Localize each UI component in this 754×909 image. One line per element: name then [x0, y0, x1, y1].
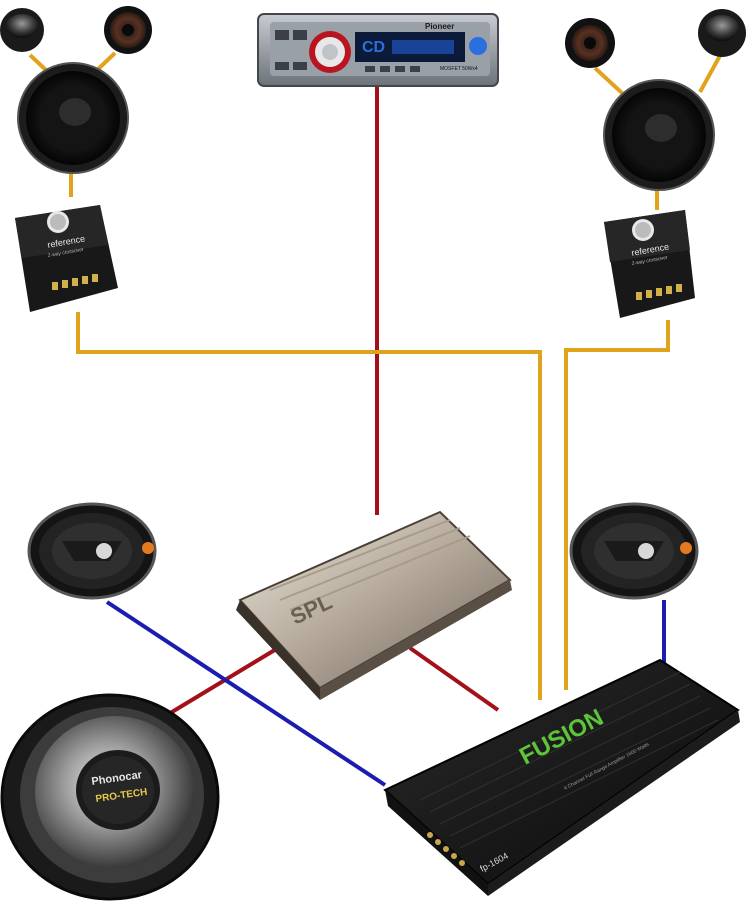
rca-wire-amp-to-sub: [160, 643, 285, 720]
midrange-woofer-right: [603, 79, 715, 191]
wiring: [28, 51, 724, 787]
speaker-wire-tweeter-left-a: [28, 53, 50, 74]
blue-wire-left-speaker-to-amp: [105, 600, 387, 787]
speaker-wire-right-crossover-to-amp: [564, 320, 670, 690]
speaker-wire-left-crossover-to-amp: [76, 312, 542, 700]
tweeter-right-outer: [698, 9, 746, 57]
tweeter-right-inner: [565, 18, 615, 68]
amplifier-fusion: FUSION 4 Channel Full Range Amplifier 16…: [383, 658, 740, 896]
speaker-wire-tweeter-right-a: [593, 66, 624, 95]
head-unit-brand: Pioneer: [425, 22, 454, 31]
midrange-woofer-left: [17, 62, 129, 174]
amplifier-center: SPL: [236, 510, 512, 700]
crossover-right: reference 2-way crossover: [604, 210, 695, 318]
head-unit-display: CD: [362, 39, 385, 56]
head-unit-mode: MOSFET 50Wx4: [440, 66, 478, 72]
crossover-left: reference 2-way crossover: [15, 205, 118, 312]
rca-wire-amp-to-fusion: [408, 646, 500, 712]
oval-speaker-left: [27, 502, 157, 600]
tweeter-left-outer: [0, 8, 44, 52]
speaker-wire-tweeter-right-b: [698, 51, 724, 93]
tweeter-left-inner: [104, 6, 152, 54]
oval-speaker-right: [569, 502, 699, 600]
head-unit: CD Pioneer MOSFET 50Wx4: [257, 13, 499, 87]
subwoofer: Phonocar PRO-TECH: [0, 693, 220, 901]
